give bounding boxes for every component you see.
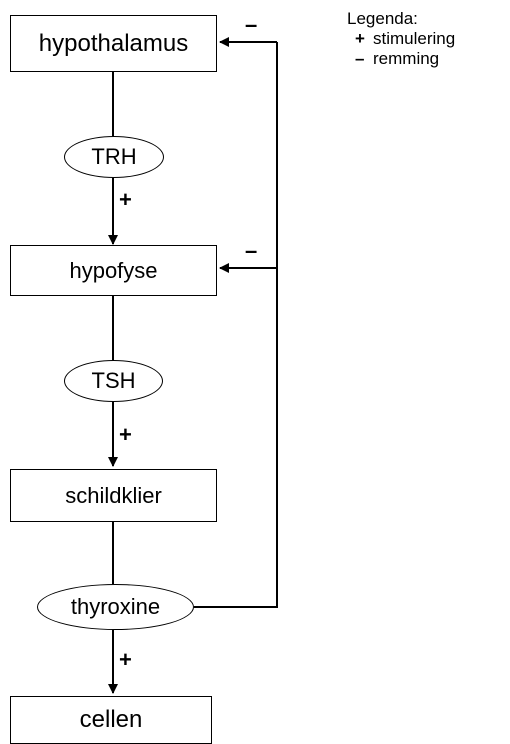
legend-item-remming: –remming [347,49,455,69]
trh-ellipse: TRH [64,136,164,178]
tsh-ellipse: TSH [64,360,163,402]
plus-sign-trh: + [119,187,132,212]
hypothalamus-box: hypothalamus [10,15,217,72]
legend: Legenda: + stimulering –remming [347,9,455,69]
plus-sign-thyroxine: + [119,647,132,672]
minus-sign-hypofyse: – [245,238,258,263]
feedback-line [194,42,278,608]
minus-sign-hypothalamus: – [245,12,258,37]
legend-label-remming: remming [373,49,440,68]
legend-label-stimulering: stimulering [373,29,456,48]
schildklier-box: schildklier [10,469,217,522]
legend-title: Legenda: [347,9,418,28]
thyroxine-ellipse: thyroxine [37,584,194,630]
cellen-box: cellen [10,696,212,744]
legend-minus-symbol: – [355,49,365,68]
legend-plus-symbol: + [355,29,365,48]
hypofyse-box: hypofyse [10,245,217,296]
plus-sign-tsh: + [119,422,132,447]
legend-item-stimulering: + stimulering [347,29,455,49]
